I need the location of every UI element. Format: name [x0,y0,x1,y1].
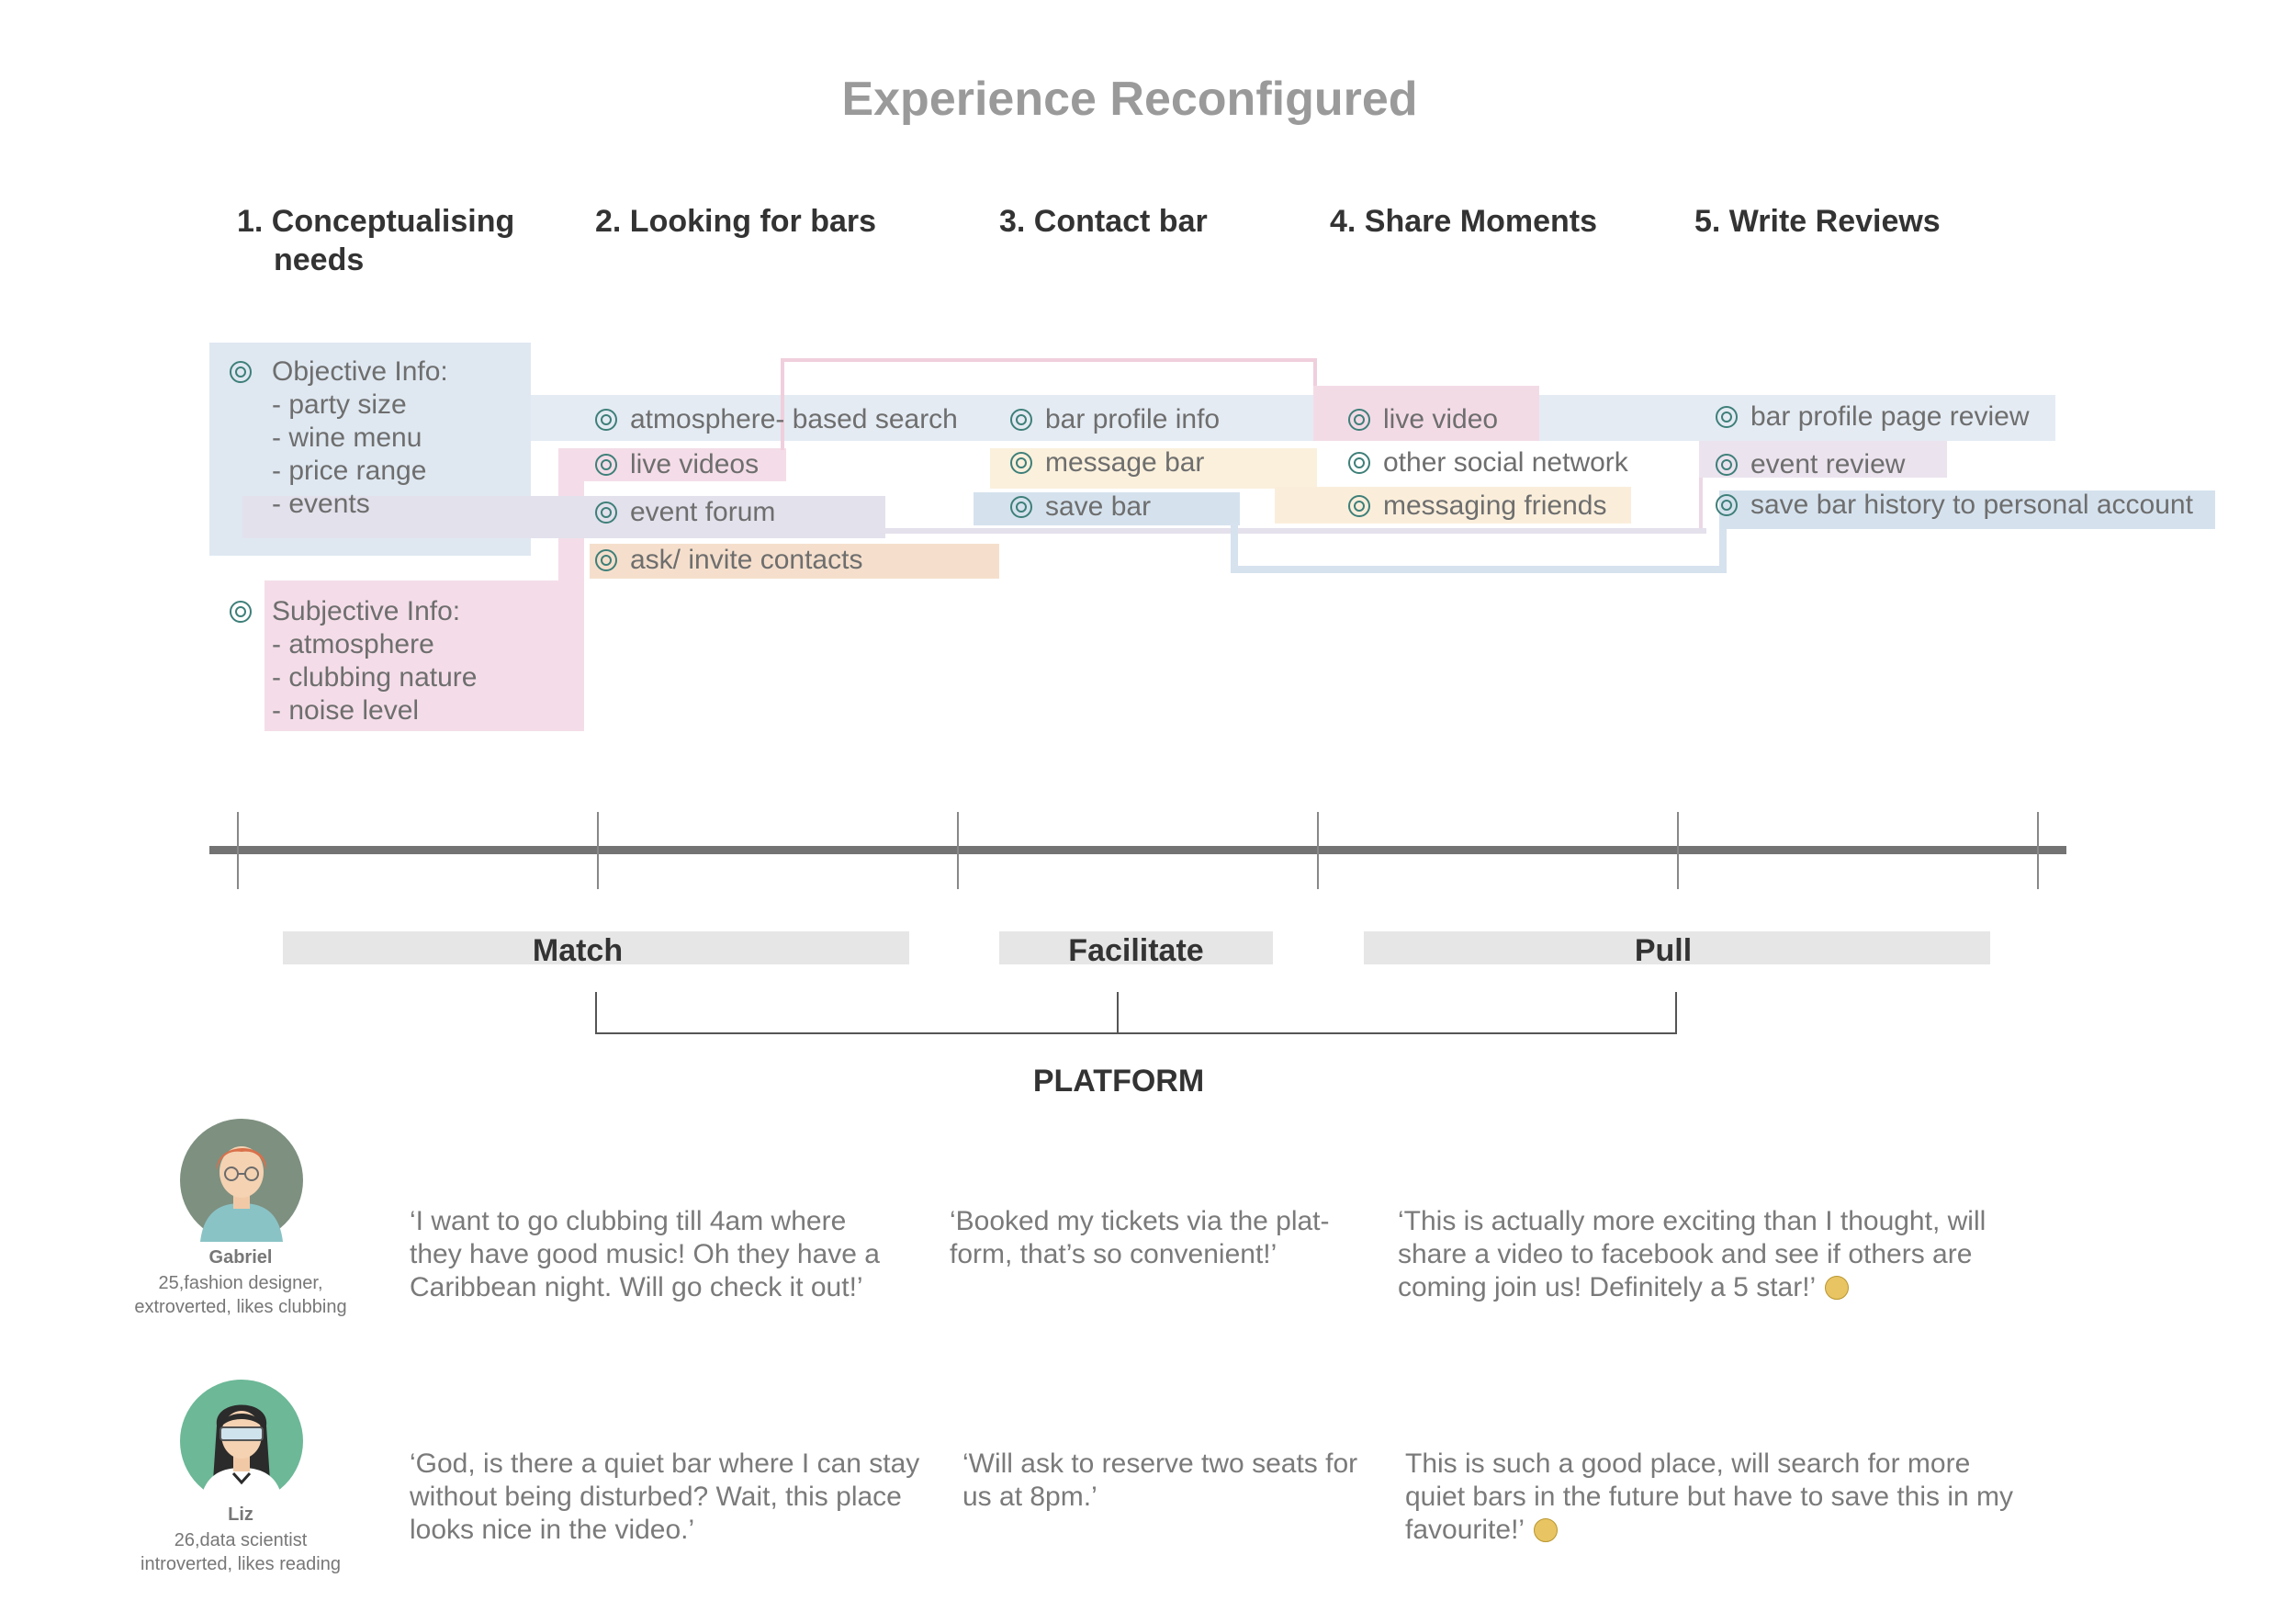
objective-item: - events [272,489,370,519]
subjective-title: Subjective Info: [272,596,461,626]
touchpoint-message-bar: message bar [1010,447,1204,479]
objective-item: - price range [272,456,427,486]
phase-pull-label: Pull [1634,933,1693,968]
timeline-tick [1677,812,1679,889]
pink-line-left [781,358,784,450]
objective-info-block: Objective Info: - party size - wine menu… [230,355,448,521]
quote-gabriel-match: ‘I want to go clubbing till 4am where th… [410,1206,880,1302]
stage-5-label: 5. Write Reviews [1694,204,1941,239]
relieved-emoji-icon [1534,1518,1559,1542]
target-icon [1716,454,1738,476]
quote-gabriel-pull: ‘This is actually more exciting than I t… [1398,1206,1986,1302]
touchpoint-bar-profile-info: bar profile info [1010,404,1220,435]
target-icon [1716,406,1738,428]
avatar [180,1119,303,1242]
phase-match-bar [283,931,909,964]
timeline-tick [237,812,239,889]
quote-liz-facilitate: ‘Will ask to reserve two seats for us at… [962,1448,1358,1512]
stage-1-label-cont: needs [274,242,365,277]
persona-description: 25,fashion designer, extroverted, likes … [134,1273,347,1317]
touchpoint-bar-profile-review: bar profile page review [1716,401,2030,433]
bracket-center [1117,992,1119,1034]
avatar [180,1380,303,1503]
target-icon [1716,494,1738,516]
target-icon [1010,452,1032,474]
touchpoint-live-videos: live videos [595,449,759,480]
touchpoint-save-bar: save bar [1010,491,1151,523]
touchpoint-live-video: live video [1348,404,1498,435]
subjective-item: - clubbing nature [272,662,478,693]
target-icon [1348,495,1370,517]
timeline-tick [1317,812,1319,889]
steel-history-band [1719,490,2215,529]
subjective-item: - atmosphere [272,629,434,659]
persona-name: Liz [228,1505,253,1525]
phase-facilitate-bar [999,931,1273,964]
pink-vertical-band [558,448,584,731]
touchpoint-event-review: event review [1716,449,1905,480]
persona-description: 26,data scientist introverted, likes rea… [141,1530,341,1574]
stage-1-header: 1. Conceptualising needs [237,202,514,279]
quote-liz-match: ‘God, is there a quiet bar where I can s… [410,1448,920,1545]
subjective-item: - noise level [272,695,420,726]
target-icon [230,601,252,623]
timeline-axis [209,846,2066,854]
orange-invite-band [590,544,999,579]
objective-item: - wine menu [272,423,422,453]
touchpoint-event-forum: event forum [595,497,775,528]
touchpoint-invite-contacts: ask/ invite contacts [595,545,862,576]
stage-1-label: 1. Conceptualising [237,204,515,239]
target-icon [595,502,617,524]
avatar-gabriel-icon [180,1119,303,1242]
pink-line-right [1313,358,1317,404]
touchpoint-messaging-friends: messaging friends [1348,490,1606,522]
target-icon [1348,452,1370,474]
pink-line-review [1699,478,1703,533]
lavender-line [880,528,1706,534]
objective-item: - party size [272,389,407,420]
quote-gabriel-facilitate: ‘Booked my tickets via the plat- form, t… [950,1206,1330,1269]
bracket-base [595,1032,1677,1034]
phase-facilitate-label: Facilitate [1068,933,1204,968]
blue-flow-band [531,395,2055,441]
bracket-left [595,992,597,1034]
persona-name: Gabriel [208,1247,273,1268]
phase-pull-bar [1364,931,1990,964]
target-icon [595,549,617,571]
target-icon [595,454,617,476]
steel-line-up [1719,527,1727,573]
stage-2-label: 2. Looking for bars [595,204,877,239]
lavender-events-band [242,496,885,538]
target-icon [230,361,252,383]
avatar-liz-icon [180,1380,303,1503]
touchpoint-other-social-network: other social network [1348,447,1628,479]
stage-4-label: 4. Share Moments [1330,204,1597,239]
target-icon [1010,496,1032,518]
pink-event-review-band [1699,441,1947,478]
timeline-tick [957,812,959,889]
subjective-band [264,580,584,731]
target-icon [1348,409,1370,431]
yellow-messaging-band [1275,487,1631,524]
objective-title: Objective Info: [272,356,448,387]
touchpoint-save-history: save bar history to personal account [1716,490,2193,521]
target-icon [1010,409,1032,431]
steel-line-down [1231,522,1238,573]
touchpoint-atmosphere-search: atmosphere- based search [595,404,958,435]
platform-label: PLATFORM [1032,1064,1205,1099]
page-title: Experience Reconfigured [841,73,1418,126]
subjective-info-block: Subjective Info: - atmosphere - clubbing… [230,595,478,727]
steel-line-bottom [1231,566,1727,573]
quote-liz-pull: This is such a good place, will search f… [1405,1448,2014,1545]
star-eyes-emoji-icon [1825,1276,1850,1300]
pink-line-top [781,358,1316,362]
target-icon [595,409,617,431]
phase-match-label: Match [532,933,624,968]
timeline-tick [597,812,599,889]
timeline-tick [2037,812,2039,889]
stage-3-label: 3. Contact bar [999,204,1208,239]
yellow-message-band [990,448,1317,489]
bracket-right [1675,992,1677,1034]
